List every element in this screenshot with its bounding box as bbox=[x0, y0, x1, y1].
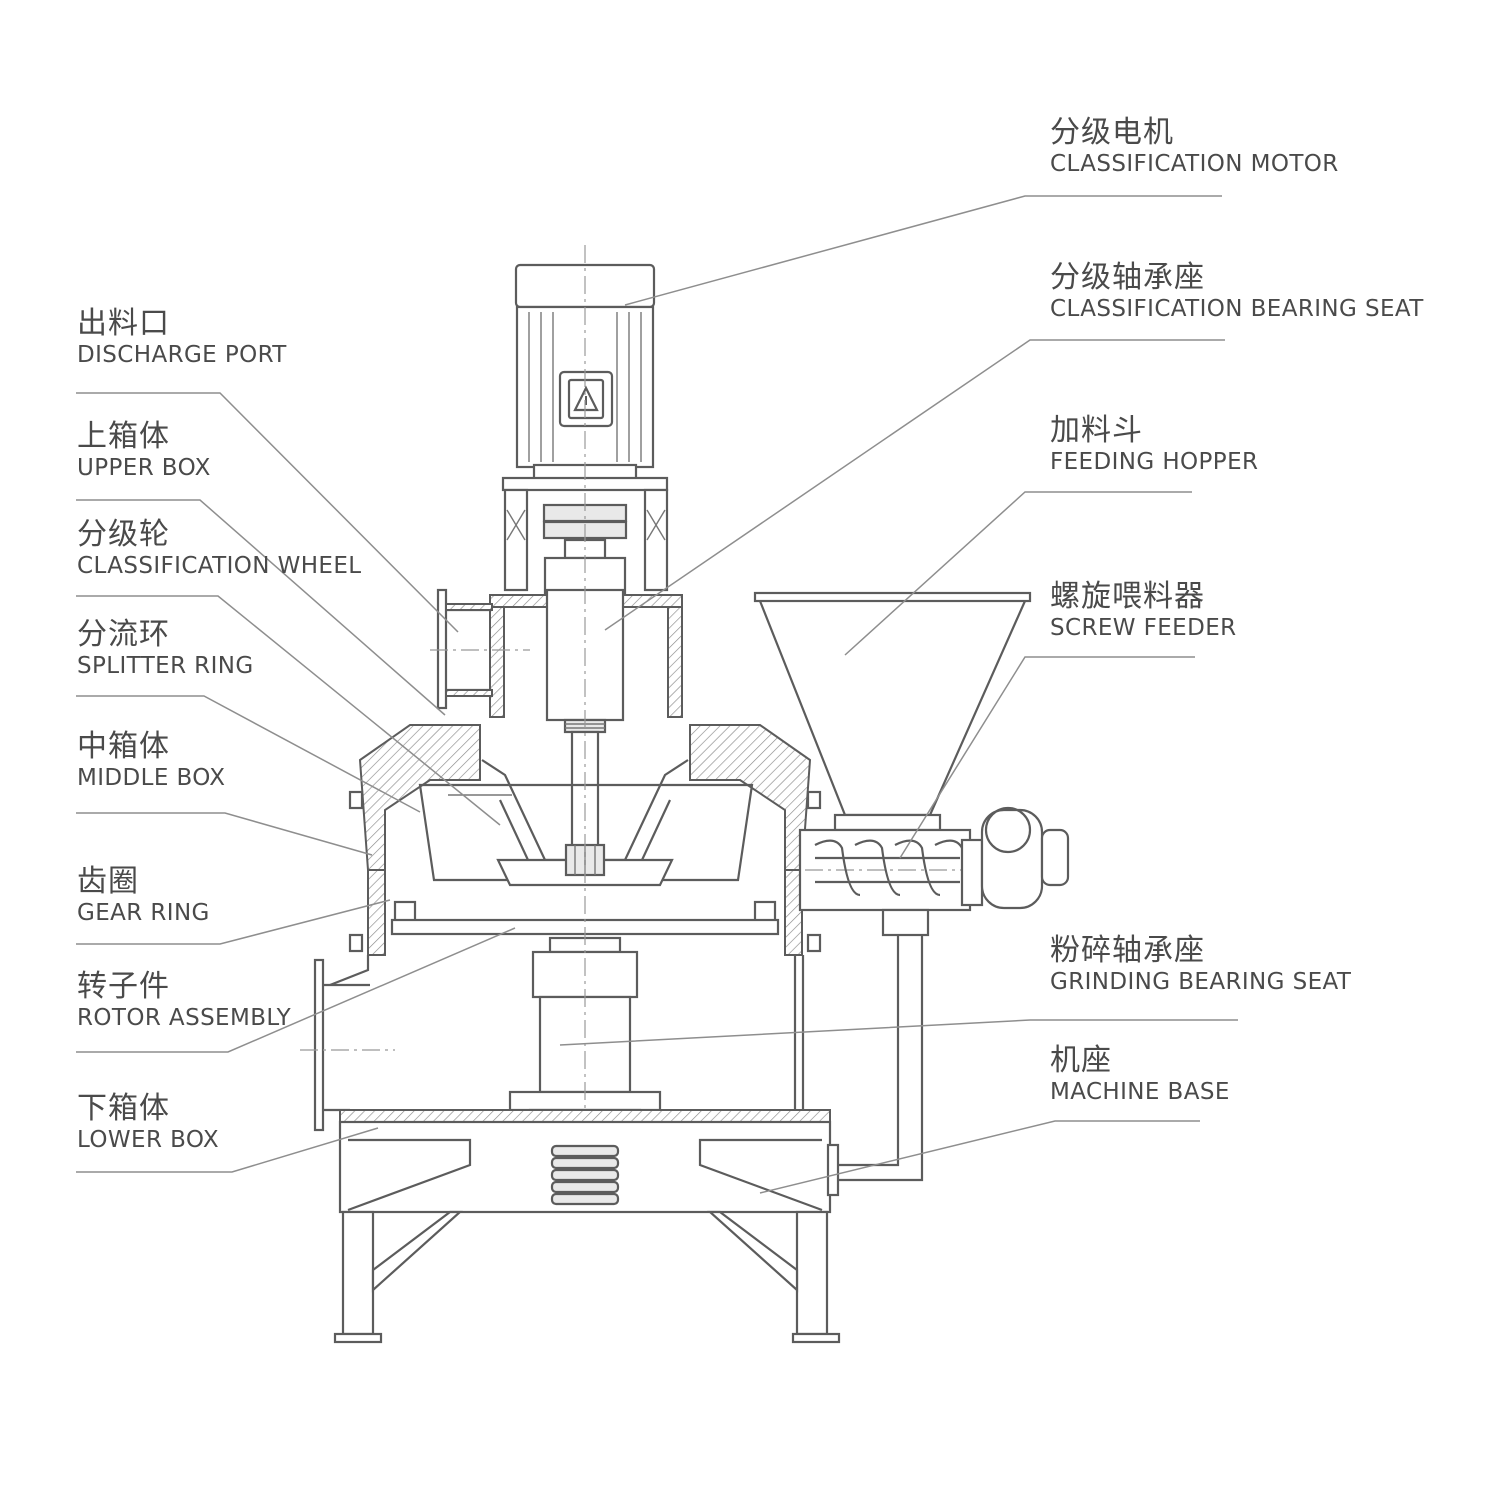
label-en: SCREW FEEDER bbox=[1050, 615, 1237, 641]
label-middle-box: 中箱体 MIDDLE BOX bbox=[77, 730, 225, 792]
label-classification-wheel: 分级轮 CLASSIFICATION WHEEL bbox=[77, 518, 362, 580]
machine-base-drawing bbox=[333, 1120, 841, 1344]
label-cn: 分级轴承座 bbox=[1050, 260, 1205, 295]
label-en: FEEDING HOPPER bbox=[1050, 449, 1259, 475]
leader-screw-feeder bbox=[899, 656, 1195, 859]
label-en: ROTOR ASSEMBLY bbox=[77, 1005, 292, 1031]
leader-upper-box bbox=[76, 499, 446, 716]
label-en: SPLITTER RING bbox=[77, 653, 254, 679]
label-en: MACHINE BASE bbox=[1050, 1079, 1230, 1105]
leader-lines bbox=[76, 195, 1238, 1194]
leader-discharge-port bbox=[76, 392, 459, 633]
label-screw-feeder: 螺旋喂料器 SCREW FEEDER bbox=[1050, 580, 1237, 642]
leader-gear-ring bbox=[76, 899, 391, 945]
label-en: LOWER BOX bbox=[77, 1127, 220, 1153]
label-grinding-bearing-seat: 粉碎轴承座 GRINDING BEARING SEAT bbox=[1050, 934, 1351, 996]
leader-classification-wheel bbox=[76, 595, 501, 826]
label-cn: 螺旋喂料器 bbox=[1050, 579, 1205, 614]
label-en: GRINDING BEARING SEAT bbox=[1050, 969, 1352, 995]
label-cn: 加料斗 bbox=[1050, 413, 1143, 448]
leader-grinding-bearing-seat bbox=[559, 1019, 1238, 1046]
label-rotor-assembly: 转子件 ROTOR ASSEMBLY bbox=[77, 970, 291, 1032]
leader-machine-base bbox=[759, 1120, 1200, 1194]
label-cn: 下箱体 bbox=[77, 1091, 170, 1126]
label-cn: 中箱体 bbox=[77, 729, 170, 764]
label-feeding-hopper: 加料斗 FEEDING HOPPER bbox=[1050, 414, 1258, 476]
label-en: DISCHARGE PORT bbox=[77, 342, 287, 368]
label-lower-box: 下箱体 LOWER BOX bbox=[77, 1092, 219, 1154]
leader-classification-bearing-seat bbox=[604, 339, 1225, 631]
label-cn: 分流环 bbox=[77, 617, 170, 652]
upper-box-drawing bbox=[430, 588, 683, 849]
label-en: UPPER BOX bbox=[77, 455, 211, 481]
label-en: CLASSIFICATION BEARING SEAT bbox=[1050, 296, 1424, 322]
label-en: CLASSIFICATION WHEEL bbox=[77, 553, 362, 579]
label-cn: 粉碎轴承座 bbox=[1050, 933, 1205, 968]
label-splitter-ring: 分流环 SPLITTER RING bbox=[77, 618, 254, 680]
screw-feeder-drawing bbox=[753, 591, 1070, 1182]
label-en: CLASSIFICATION MOTOR bbox=[1050, 151, 1339, 177]
label-cn: 分级轮 bbox=[77, 517, 170, 552]
label-discharge-port: 出料口 DISCHARGE PORT bbox=[77, 307, 287, 369]
label-en: MIDDLE BOX bbox=[77, 765, 226, 791]
label-classification-bearing-seat: 分级轴承座 CLASSIFICATION BEARING SEAT bbox=[1050, 261, 1424, 323]
label-cn: 转子件 bbox=[77, 969, 170, 1004]
leader-classification-motor bbox=[624, 195, 1222, 306]
label-en: GEAR RING bbox=[77, 900, 210, 926]
leader-lower-box bbox=[76, 1127, 379, 1173]
leader-splitter-ring bbox=[76, 695, 421, 813]
leader-feeding-hopper bbox=[844, 491, 1192, 656]
label-cn: 机座 bbox=[1050, 1043, 1112, 1078]
label-cn: 齿圈 bbox=[77, 864, 139, 899]
label-classification-motor: 分级电机 CLASSIFICATION MOTOR bbox=[1050, 116, 1339, 178]
label-upper-box: 上箱体 UPPER BOX bbox=[77, 420, 211, 482]
label-machine-base: 机座 MACHINE BASE bbox=[1050, 1044, 1230, 1106]
label-gear-ring: 齿圈 GEAR RING bbox=[77, 865, 210, 927]
leader-middle-box bbox=[76, 812, 373, 856]
label-cn: 出料口 bbox=[77, 306, 170, 341]
leader-rotor-assembly bbox=[76, 927, 516, 1053]
label-cn: 分级电机 bbox=[1050, 115, 1174, 150]
label-cn: 上箱体 bbox=[77, 419, 170, 454]
